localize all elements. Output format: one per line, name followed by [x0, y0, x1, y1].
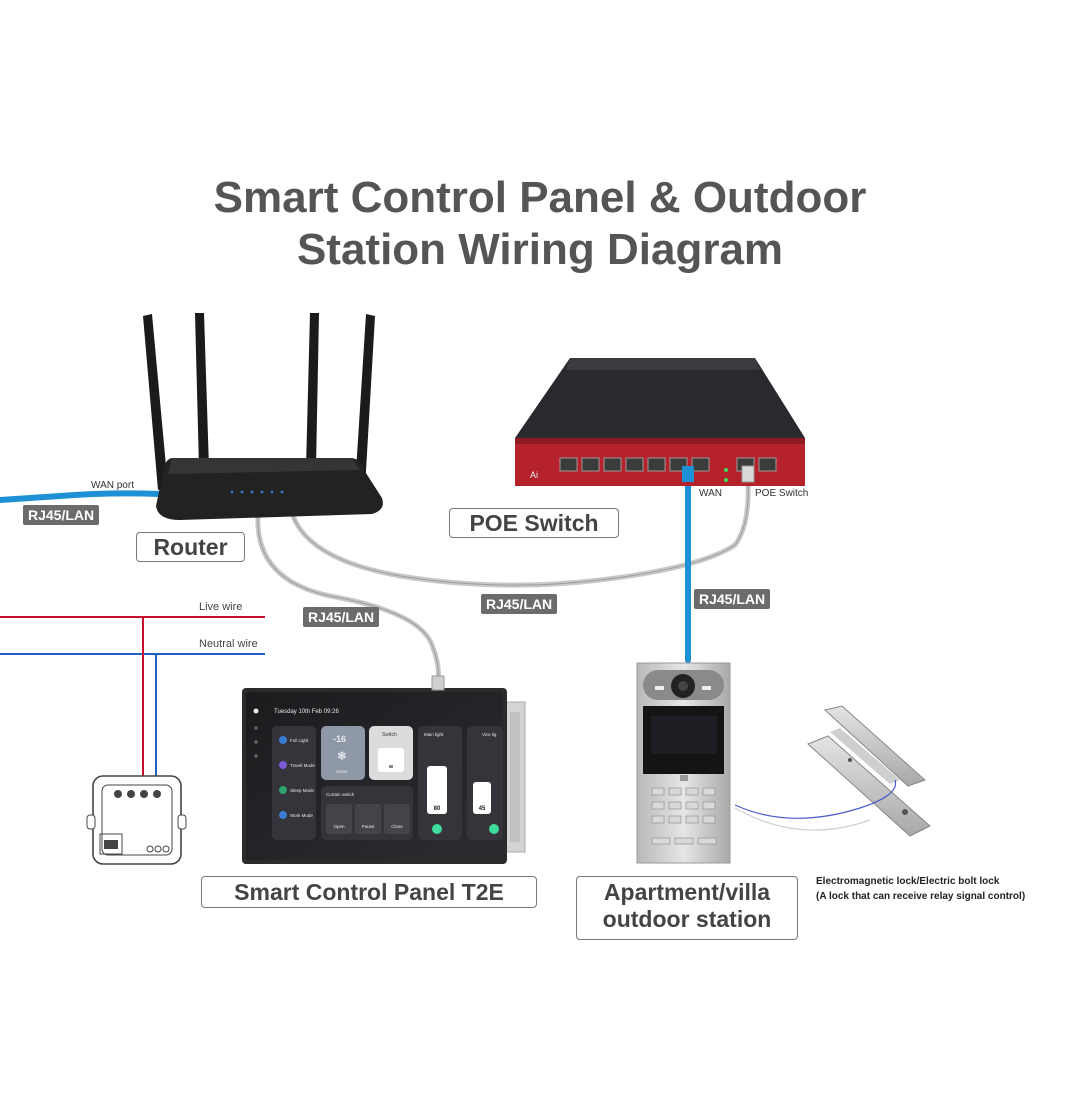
rj45-wan-tag: RJ45/LAN — [23, 505, 100, 525]
main-light-value: 80 — [434, 806, 441, 812]
poe-switch-label: POE Switch — [449, 508, 619, 538]
title-line-2: Station Wiring Diagram — [296, 225, 784, 274]
rj45-panel-tag: RJ45/LAN — [303, 607, 380, 627]
outdoor-station-device — [636, 662, 731, 864]
switch-wan-label: WAN — [699, 488, 722, 499]
lock-description: Electromagnetic lock/Electric bolt lock … — [816, 874, 1025, 904]
main-light-title: Main light — [424, 732, 444, 737]
scene-label-1: Full Light — [290, 738, 309, 743]
snowflake-icon: ❄ — [337, 749, 347, 763]
junction-box — [86, 775, 187, 865]
weather-mode: Snow — [336, 769, 348, 774]
scene-label-2: Travel Mode — [290, 763, 315, 768]
station-label-line-2: outdoor station — [602, 906, 772, 932]
curtain-pause: Pause — [362, 824, 375, 829]
wan-port-label: WAN port — [91, 480, 134, 491]
curtain-title: Curtain switch — [326, 792, 355, 797]
weather-temp: -16 — [333, 734, 346, 744]
lock-description-line-1: Electromagnetic lock/Electric bolt lock — [816, 876, 1000, 887]
diagram-title: Smart Control Panel & Outdoor Station Wi… — [0, 172, 1080, 276]
poe-switch-device: Ai — [515, 358, 805, 486]
vice-light-title: Vice lig — [482, 732, 497, 737]
curtain-close: Close — [391, 824, 403, 829]
panel-screen-date: Tuesday 10th Feb 09:26 — [274, 709, 339, 715]
rj45-switch-tag: RJ45/LAN — [481, 594, 558, 614]
station-label: Apartment/villa outdoor station — [576, 876, 798, 940]
panel-label: Smart Control Panel T2E — [201, 876, 537, 908]
router-label: Router — [136, 532, 245, 562]
svg-text:Ai: Ai — [530, 470, 538, 480]
wan-input-cable — [0, 490, 163, 503]
vice-light-value: 45 — [479, 806, 486, 812]
magnetic-lock-device — [734, 705, 931, 837]
lock-description-line-2: (A lock that can receive relay signal co… — [816, 891, 1026, 902]
scene-label-3: Sleep Mode — [290, 788, 315, 793]
switch-poe-label: POE Switch — [755, 488, 809, 499]
live-wire-label: Live wire — [199, 601, 243, 613]
router-panel-cable — [255, 513, 441, 683]
scene-label-4: Work Mode — [290, 813, 313, 818]
smart-panel-device: Tuesday 10th Feb 09:26 Full Light Travel… — [242, 675, 526, 864]
router-device — [143, 313, 383, 520]
title-line-1: Smart Control Panel & Outdoor — [213, 173, 867, 222]
station-label-line-1: Apartment/villa — [603, 879, 771, 905]
curtain-open: Open — [333, 824, 345, 829]
switch-tile-title: Switch — [382, 732, 397, 738]
rj45-station-tag: RJ45/LAN — [694, 589, 771, 609]
neutral-wire-label: Neutral wire — [199, 638, 258, 650]
